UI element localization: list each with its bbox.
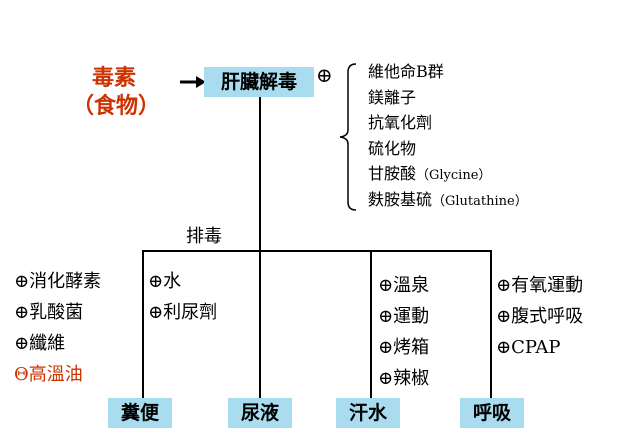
toxin-label: 毒素 xyxy=(92,65,137,91)
breath-factor: ⊕CPAP xyxy=(496,337,561,358)
nutrient-item: 麩胺基硫（Glutathine） xyxy=(368,189,528,209)
sweat-factor: ⊕溫泉 xyxy=(378,275,430,296)
stool-output-box: 糞便 xyxy=(108,398,172,428)
breath-factor: ⊕腹式呼吸 xyxy=(496,306,584,327)
toxin-arrowhead xyxy=(196,76,206,88)
nutrient-list: 維他命B群 鎂離子 抗氧化劑 硫化物 甘胺酸（Glycine） 麩胺基硫（Glu… xyxy=(368,60,528,213)
liver-plus-icon: ⊕ xyxy=(316,63,333,87)
breath-factor: ⊕有氧運動 xyxy=(496,275,584,296)
urine-factor: ⊕水 xyxy=(148,271,182,292)
sweat-factor: ⊕烤箱 xyxy=(378,337,430,358)
stool-factor: ⊕乳酸菌 xyxy=(14,302,84,323)
stool-branch xyxy=(142,250,144,400)
nutrient-item: 抗氧化劑 xyxy=(368,113,433,132)
stool-factor-negative: Θ高溫油 xyxy=(14,364,83,385)
sweat-factor: ⊕辣椒 xyxy=(378,368,430,389)
urine-factor: ⊕利尿劑 xyxy=(148,302,218,323)
nutrient-item: 甘胺酸（Glycine） xyxy=(368,164,492,183)
nutrient-item: 硫化物 xyxy=(368,138,417,158)
breath-output-box: 呼吸 xyxy=(460,398,524,428)
urine-branch xyxy=(259,250,261,400)
nutrient-brace xyxy=(339,63,357,211)
excrete-label: 排毒 xyxy=(186,226,222,247)
urine-output-box: 尿液 xyxy=(228,398,292,428)
sweat-branch xyxy=(370,250,372,400)
sweat-factor-list: ⊕溫泉 ⊕運動 ⊕烤箱 ⊕辣椒 xyxy=(378,270,429,394)
sweat-output-box: 汗水 xyxy=(336,398,400,428)
breath-branch xyxy=(490,250,492,400)
stool-factor-list: ⊕消化酵素 ⊕乳酸菌 ⊕纖維 Θ高溫油 xyxy=(14,266,101,390)
sweat-factor: ⊕運動 xyxy=(378,306,430,327)
nutrient-item: 鎂離子 xyxy=(368,87,417,107)
breath-factor-list: ⊕有氧運動 ⊕腹式呼吸 ⊕CPAP xyxy=(496,270,583,363)
stool-factor: ⊕消化酵素 xyxy=(14,271,102,292)
stool-factor: ⊕纖維 xyxy=(14,333,66,354)
urine-factor-list: ⊕水 ⊕利尿劑 xyxy=(148,266,217,328)
trunk-line xyxy=(259,97,261,250)
toxin-source-label: （食物） xyxy=(72,93,161,119)
nutrient-item: 維他命B群 xyxy=(368,62,444,81)
liver-detox-box: 肝臟解毒 xyxy=(204,67,314,97)
branch-line xyxy=(142,250,492,252)
